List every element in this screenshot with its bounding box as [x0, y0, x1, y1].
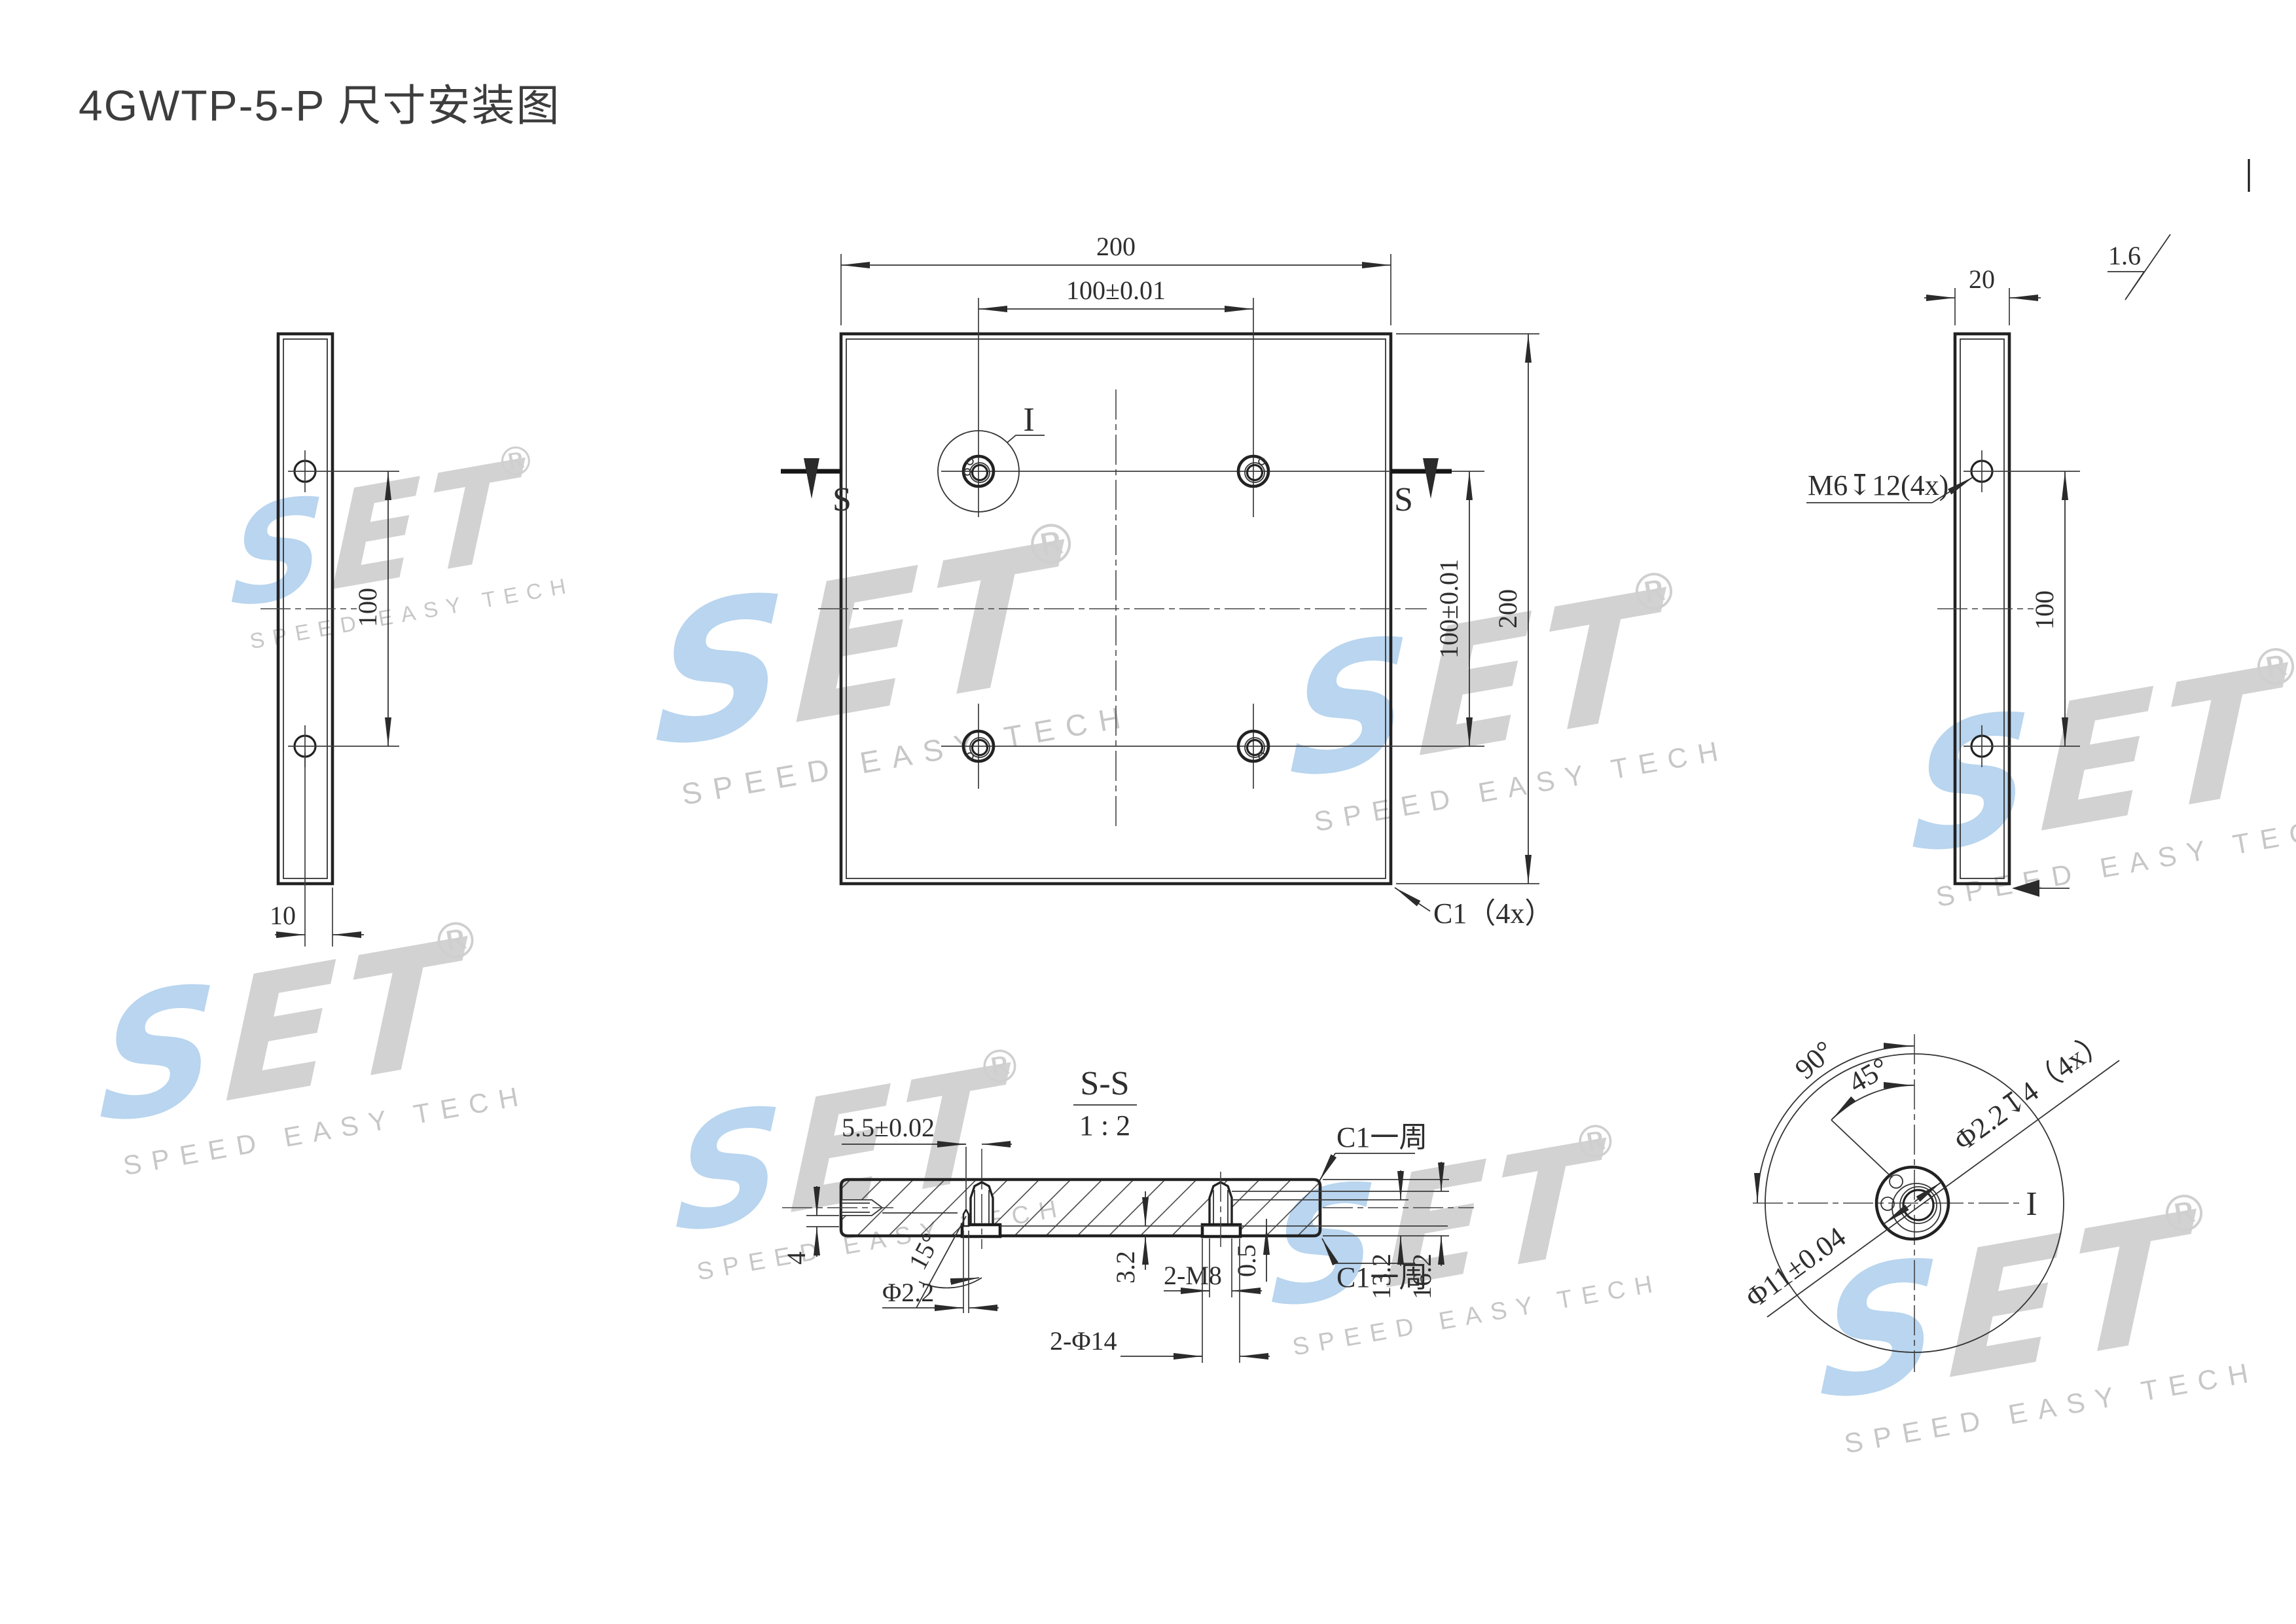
section-mark-right: S: [1391, 458, 1452, 518]
dim-left-offset: 10: [270, 901, 296, 930]
tapped-hole-m8-right: [1200, 1172, 1242, 1249]
svg-text:SET: SET: [1817, 1175, 2198, 1441]
chamfer-note-top: C1一周: [1319, 1121, 1427, 1182]
svg-text:S: S: [833, 481, 852, 518]
pin-hole: [962, 1208, 970, 1227]
note-chamfer: C1（4x）: [1433, 897, 1553, 929]
registered-icon: ®: [1624, 559, 1685, 626]
registered-icon: ®: [2246, 634, 2296, 701]
surface-roughness-value: 1.6: [2108, 241, 2141, 270]
section-title: S-S: [1080, 1065, 1129, 1102]
section-mark-left: S: [781, 458, 852, 518]
hole-top-left: [961, 454, 996, 488]
section-view-ss: S-S 1 : 2: [781, 1065, 1474, 1363]
datum-arrow-icon: [2012, 880, 2039, 897]
front-view: I 200 100±0.01 100±0.01 200 S S C1（4x）: [781, 232, 1553, 929]
dim-thickness: 20: [1969, 264, 1995, 294]
dim-right-holes: 100: [2030, 590, 2059, 630]
svg-text:S: S: [1394, 481, 1413, 518]
registered-icon: ®: [1018, 509, 1084, 581]
note-thread-m6: M6↧12(4x): [1808, 469, 1948, 501]
svg-text:SET: SET: [652, 501, 1066, 791]
dim-pin-offset: 5.5±0.02: [842, 1113, 935, 1142]
svg-text:SET: SET: [1909, 628, 2289, 895]
dim-step: 3.2: [1111, 1251, 1140, 1284]
registered-icon: ®: [1569, 1113, 1623, 1172]
dim-cbore-depth: 0.5: [1232, 1244, 1261, 1277]
note-pin-holes: Φ2.2↧4（4x）: [1948, 1024, 2115, 1157]
svg-text:C1一周: C1一周: [1336, 1121, 1427, 1153]
dim-front-holes-top: 100±0.01: [1066, 276, 1166, 305]
watermark: SET ® SPEED EASY TECH: [672, 1031, 1068, 1285]
registered-icon: ®: [2155, 1181, 2215, 1248]
note-cbore: 2-Φ14: [1050, 1326, 1117, 1356]
dim-front-height: 200: [1493, 589, 1522, 628]
hole-bottom-left: [961, 729, 996, 763]
watermark: SET ® SPEED EASY TECH: [1817, 1175, 2261, 1459]
svg-text:SET: SET: [96, 903, 469, 1164]
dim-front-holes-right: 100±0.01: [1434, 559, 1463, 659]
hole-bottom-right: [1236, 729, 1270, 763]
svg-text:SET: SET: [228, 431, 527, 640]
dim-13: 13.2: [1367, 1254, 1396, 1299]
right-side-view: 20 1.6 M6↧12(4x) 100: [1806, 234, 2171, 897]
surface-finish-icon: 1.6: [2108, 234, 2171, 300]
watermark: SET ® SPEED EASY TECH: [1287, 553, 1731, 837]
detail-mark: I: [1023, 401, 1034, 439]
detail-circle: [937, 430, 1020, 513]
registered-icon: ®: [427, 909, 486, 974]
dim-left-holes: 100: [353, 588, 382, 627]
watermark: SET ® SPEED EASY TECH: [96, 903, 531, 1181]
section-scale: 1 : 2: [1079, 1110, 1130, 1142]
svg-text:SET: SET: [1287, 553, 1668, 820]
registered-icon: ®: [492, 436, 539, 488]
watermark: SET ® SPEED EASY TECH: [1909, 628, 2296, 912]
dim-pin-dia: Φ2.2: [882, 1278, 934, 1307]
side-hole-m6: [782, 1199, 958, 1216]
watermarks: SET ® SPEED EASY TECH SET ® SPEED EASY T…: [96, 431, 2296, 1459]
registered-icon: ®: [973, 1038, 1027, 1097]
tapped-hole-m8-left: [960, 1149, 1002, 1249]
left-side-view: 100 10: [260, 332, 399, 947]
dim-hole-edge: 4: [781, 1252, 811, 1265]
dim-16: 16.2: [1407, 1254, 1437, 1299]
svg-text:C1一周: C1一周: [1336, 1261, 1427, 1293]
page-title: 4GWTP-5-P 尺寸安装图: [79, 81, 561, 130]
detail-label: I: [2026, 1185, 2037, 1223]
hole-top-right: [1236, 454, 1270, 488]
dim-front-width: 200: [1096, 232, 1136, 261]
note-thread-m8: 2-M8: [1164, 1261, 1222, 1290]
watermark: SET ® SPEED EASY TECH: [652, 501, 1135, 811]
dim-angle-45: 45°: [1843, 1051, 1894, 1099]
watermark: SET ® SPEED EASY TECH: [228, 431, 576, 654]
